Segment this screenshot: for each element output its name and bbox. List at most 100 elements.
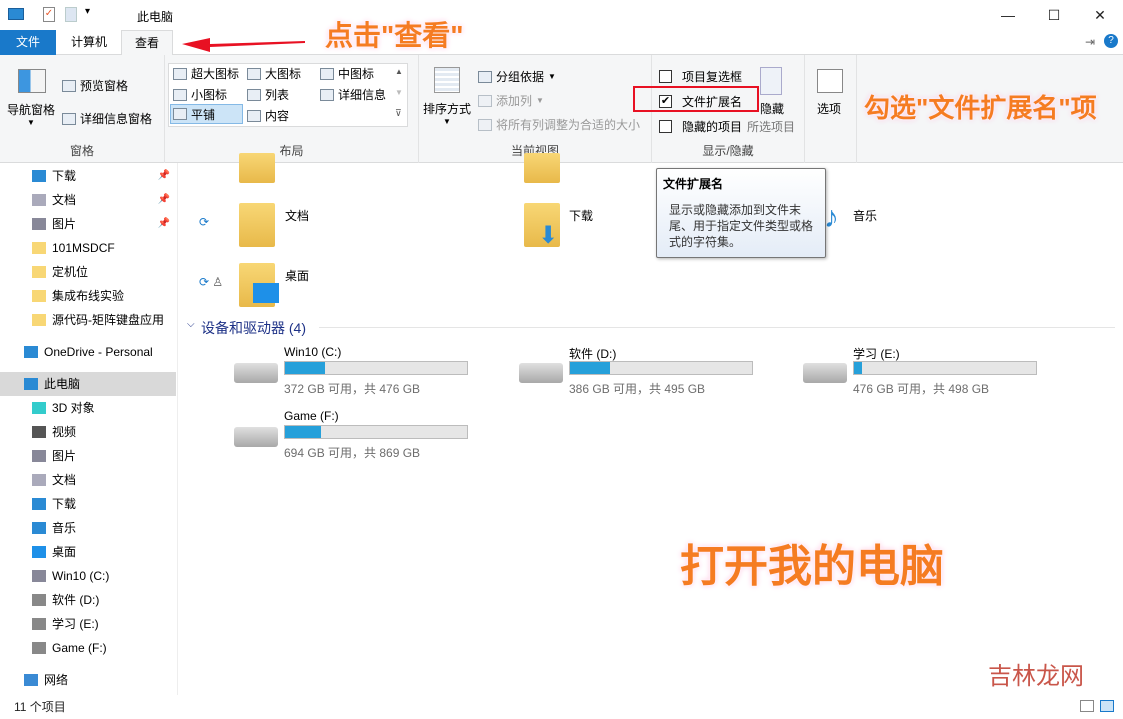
fit-columns-button[interactable]: 将所有列调整为合适的大小 xyxy=(478,116,640,133)
scroll-up-icon[interactable]: ▲ xyxy=(395,67,403,76)
computer-icon xyxy=(8,8,24,20)
pin-icon[interactable]: 📌 xyxy=(157,218,170,229)
sidebar-item[interactable]: 网络 xyxy=(0,668,176,692)
nav-pane-button[interactable]: 导航窗格▼ xyxy=(7,103,56,127)
sidebar-item[interactable]: 图片📌 xyxy=(0,212,176,236)
add-column-icon xyxy=(478,94,492,107)
sidebar-item[interactable]: 文档📌 xyxy=(0,188,176,212)
layout-large-icons[interactable]: 大图标 xyxy=(247,65,301,82)
layout-tiles[interactable]: 平铺 xyxy=(170,104,243,124)
help-icon[interactable]: ? xyxy=(1104,34,1118,48)
layout-details[interactable]: 详细信息 xyxy=(320,86,386,103)
sidebar-item[interactable]: 文档 xyxy=(0,468,176,492)
documents-folder-icon[interactable] xyxy=(239,203,275,247)
music-folder-icon[interactable]: ♪ xyxy=(824,201,839,234)
layout-icon xyxy=(320,67,334,80)
downloads-folder-icon[interactable]: ⬇ xyxy=(524,203,560,249)
new-folder-icon[interactable] xyxy=(65,7,77,22)
preview-pane-button[interactable]: 预览窗格 xyxy=(62,77,128,94)
3d-objects-folder-icon[interactable] xyxy=(239,153,275,183)
desktop-folder-icon[interactable] xyxy=(239,263,279,307)
sidebar-item[interactable]: 集成布线实验 xyxy=(0,284,176,308)
details-pane-button[interactable]: 详细信息窗格 xyxy=(62,110,152,127)
checkbox-checked[interactable]: ✔ xyxy=(659,95,672,108)
sidebar-item[interactable]: OneDrive - Personal xyxy=(0,340,176,364)
layout-medium-icons[interactable]: 中图标 xyxy=(320,65,374,82)
checkbox[interactable] xyxy=(659,70,672,83)
drive-item[interactable]: 学习 (E:)476 GB 可用，共 498 GB xyxy=(803,345,1103,405)
layout-list[interactable]: 列表 xyxy=(247,86,289,103)
folder-desktop[interactable]: 桌面 xyxy=(285,269,310,283)
options-icon[interactable] xyxy=(817,69,843,93)
folder-downloads[interactable]: 下载 xyxy=(569,209,594,223)
sidebar-item[interactable]: Win10 (C:) xyxy=(0,564,176,588)
sidebar-item[interactable]: 源代码-矩阵键盘应用 xyxy=(0,308,176,332)
layout-extra-large-icons[interactable]: 超大图标 xyxy=(173,65,239,82)
sidebar-item-icon xyxy=(32,314,46,326)
annotation-check-extension: 勾选"文件扩展名"项 xyxy=(864,93,1097,123)
devices-section-header[interactable]: 设备和驱动器 (4) xyxy=(201,320,306,336)
pin-icon[interactable]: 📌 xyxy=(157,170,170,181)
sidebar-item-label: 集成布线实验 xyxy=(52,289,125,303)
tab-computer[interactable]: 计算机 xyxy=(70,35,107,49)
sidebar-item-icon xyxy=(32,242,46,254)
details-view-icon[interactable] xyxy=(1080,700,1094,712)
sidebar-item[interactable]: 学习 (E:) xyxy=(0,612,176,636)
sidebar-item-icon xyxy=(32,290,46,302)
ribbon: 导航窗格▼ 预览窗格 详细信息窗格 窗格 超大图标 大图标 中图标 小图标 列表… xyxy=(0,55,1123,163)
sidebar-item[interactable]: 下载📌 xyxy=(0,164,176,188)
layout-icon xyxy=(173,108,187,120)
pin-ribbon-icon[interactable]: ⇥ xyxy=(1085,35,1096,49)
minimize-button[interactable]: — xyxy=(1001,7,1015,23)
properties-icon[interactable]: ✓ xyxy=(43,7,55,22)
sidebar-item-label: 101MSDCF xyxy=(52,241,115,255)
options-button[interactable]: 选项 xyxy=(817,102,842,116)
fit-columns-icon xyxy=(478,118,492,131)
maximize-button[interactable]: ☐ xyxy=(1047,7,1061,23)
drive-item[interactable]: 软件 (D:)386 GB 可用，共 495 GB xyxy=(519,345,819,405)
layout-icon xyxy=(247,67,261,80)
item-checkboxes-toggle[interactable]: 项目复选框 xyxy=(659,68,742,85)
group-by-button[interactable]: 分组依据▼ xyxy=(478,68,556,85)
quick-access-dropdown-icon[interactable]: ▾ xyxy=(85,6,91,17)
drive-item[interactable]: Game (F:)694 GB 可用，共 869 GB xyxy=(234,409,534,469)
sidebar-item[interactable]: 图片 xyxy=(0,444,176,468)
sidebar-item[interactable]: 视频 xyxy=(0,420,176,444)
selected-items-label[interactable]: 所选项目 xyxy=(747,120,796,134)
expand-gallery-icon[interactable]: ⊽ xyxy=(395,108,402,118)
drive-name: Game (F:) xyxy=(284,409,339,423)
sidebar-item[interactable]: 软件 (D:) xyxy=(0,588,176,612)
folder-music[interactable]: 音乐 xyxy=(853,209,878,223)
add-column-button[interactable]: 添加列▼ xyxy=(478,92,544,109)
layout-content[interactable]: 内容 xyxy=(247,107,289,124)
checkbox[interactable] xyxy=(659,120,672,133)
sidebar-item[interactable]: 3D 对象 xyxy=(0,396,176,420)
tab-view[interactable]: 查看 xyxy=(121,30,173,56)
layout-label: 详细信息 xyxy=(338,88,387,102)
videos-folder-icon[interactable] xyxy=(524,153,560,183)
layout-small-icons[interactable]: 小图标 xyxy=(173,86,227,103)
drive-item[interactable]: Win10 (C:)372 GB 可用，共 476 GB xyxy=(234,345,534,405)
hide-selected-label[interactable]: 隐藏 xyxy=(760,102,785,116)
sidebar-item-label: 此电脑 xyxy=(44,377,81,391)
pin-icon[interactable]: 📌 xyxy=(157,194,170,205)
sidebar-item[interactable]: Game (F:) xyxy=(0,636,176,660)
sidebar-item[interactable]: 音乐 xyxy=(0,516,176,540)
tab-file[interactable]: 文件 xyxy=(0,30,56,55)
sidebar-item-icon xyxy=(32,218,46,230)
current-view-group: 排序方式▼ 分组依据▼ 添加列▼ 将所有列调整为合适的大小 当前视图 xyxy=(419,55,652,163)
sidebar-item[interactable]: 定机位 xyxy=(0,260,176,284)
sidebar-item[interactable]: 此电脑 xyxy=(0,372,176,396)
sidebar-item[interactable]: 桌面 xyxy=(0,540,176,564)
chevron-down-icon[interactable]: ⌵ xyxy=(187,319,195,330)
hidden-items-toggle[interactable]: 隐藏的项目 xyxy=(659,118,742,135)
sort-by-button[interactable]: 排序方式▼ xyxy=(423,102,472,126)
sidebar-item[interactable]: 下载 xyxy=(0,492,176,516)
scroll-down-icon[interactable]: ▼ xyxy=(395,88,403,97)
drive-usage-fill xyxy=(854,362,862,374)
close-button[interactable]: ✕ xyxy=(1094,7,1106,23)
sidebar-item[interactable]: 101MSDCF xyxy=(0,236,176,260)
folder-documents[interactable]: 文档 xyxy=(285,209,310,223)
file-extensions-toggle[interactable]: ✔文件扩展名 xyxy=(659,93,742,110)
tiles-view-icon[interactable] xyxy=(1100,700,1114,712)
